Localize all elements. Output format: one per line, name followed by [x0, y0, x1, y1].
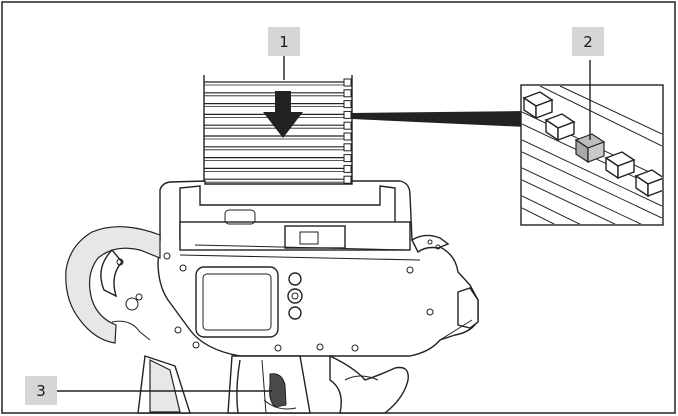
tie-head: [343, 164, 352, 173]
tie-head: [343, 110, 352, 119]
tie-head: [343, 132, 352, 141]
callout-2: 2: [572, 27, 604, 56]
tie-head: [343, 175, 352, 184]
tie-strip: [203, 75, 353, 185]
tie-head: [343, 121, 352, 130]
callout-3-label: 3: [36, 382, 46, 400]
tie-head: [343, 143, 352, 152]
zoom-detail: [520, 60, 664, 226]
callout-1-label: 1: [279, 33, 289, 51]
tie-head: [343, 100, 352, 109]
arrow-down-icon: [263, 91, 303, 138]
tie-heads: [522, 91, 662, 198]
tie-strip-rows: [204, 78, 352, 184]
tie-head: [343, 89, 352, 98]
screws: [163, 252, 434, 352]
tie-head: [343, 78, 352, 87]
callout-3: 3: [25, 376, 272, 405]
zoom-leader: [352, 111, 526, 127]
tie-head: [343, 154, 352, 163]
tool-body: [65, 180, 479, 414]
callout-1: 1: [268, 27, 300, 80]
callout-2-label: 2: [583, 33, 593, 51]
